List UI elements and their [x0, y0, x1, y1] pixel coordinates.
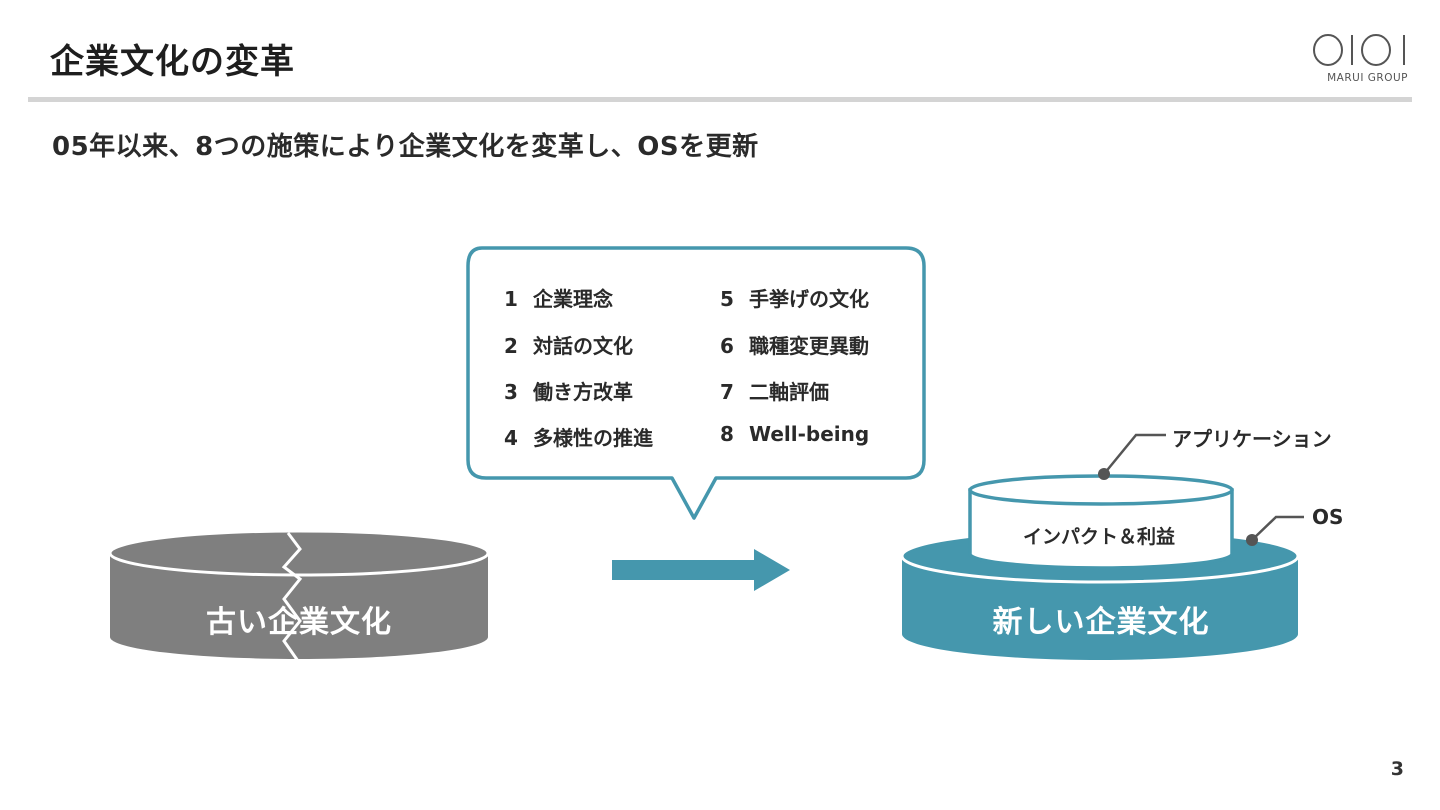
measure-label: 対話の文化 — [532, 334, 633, 358]
measure-label: 多様性の推進 — [532, 426, 653, 450]
os-callout-label: OS — [1312, 505, 1344, 529]
measure-label: 職種変更異動 — [748, 334, 869, 358]
measure-item-4: 4 多様性の推進 — [504, 422, 653, 451]
measure-number: 5 — [720, 287, 734, 311]
slide-subtitle: 05年以来、8つの施策により企業文化を変革し、OSを更新 — [52, 132, 759, 162]
marui-group-logo: MARUI GROUP — [1312, 32, 1408, 88]
measure-item-3: 3 働き方改革 — [504, 376, 633, 405]
measure-number: 3 — [504, 380, 518, 404]
old-culture-cylinder — [108, 529, 490, 662]
measures-speech-bubble — [466, 246, 926, 520]
measure-number: 6 — [720, 334, 734, 358]
measure-item-1: 1 企業理念 — [504, 283, 613, 312]
measure-label: 企業理念 — [532, 287, 613, 311]
application-callout-line — [1103, 433, 1166, 475]
header-divider — [28, 97, 1412, 102]
measure-item-7: 7 二軸評価 — [720, 376, 829, 405]
measure-number: 8 — [720, 422, 734, 446]
measure-number: 1 — [504, 287, 518, 311]
new-culture-cylinders — [900, 433, 1304, 660]
os-callout-dot — [1246, 534, 1258, 546]
measure-item-2: 2 対話の文化 — [504, 330, 633, 359]
page-title: 企業文化の変革 — [50, 42, 295, 82]
measure-number: 4 — [504, 426, 518, 450]
measure-label: 二軸評価 — [748, 380, 829, 404]
new-culture-label: 新しい企業文化 — [992, 605, 1210, 640]
crack-line — [281, 532, 303, 662]
os-callout-line — [1251, 515, 1304, 541]
page-number: 3 — [1390, 758, 1404, 780]
measure-item-6: 6 職種変更異動 — [720, 330, 869, 359]
measure-label: 働き方改革 — [532, 380, 633, 404]
logo-text: MARUI GROUP — [1327, 72, 1408, 84]
old-culture-label: 古い企業文化 — [206, 605, 392, 640]
oioi-logo-mark-icon — [1313, 34, 1405, 66]
right-arrow-icon — [612, 549, 790, 591]
measure-number: 2 — [504, 334, 518, 358]
application-cylinder-label: インパクト＆利益 — [1022, 526, 1175, 548]
measure-item-8: 8 Well-being — [720, 422, 869, 446]
application-callout-dot — [1098, 468, 1110, 480]
measure-number: 7 — [720, 380, 734, 404]
measure-item-5: 5 手挙げの文化 — [720, 283, 869, 312]
measure-label: Well-being — [748, 422, 870, 446]
application-callout-label: アプリケーション — [1172, 427, 1332, 451]
measure-label: 手挙げの文化 — [748, 287, 869, 311]
